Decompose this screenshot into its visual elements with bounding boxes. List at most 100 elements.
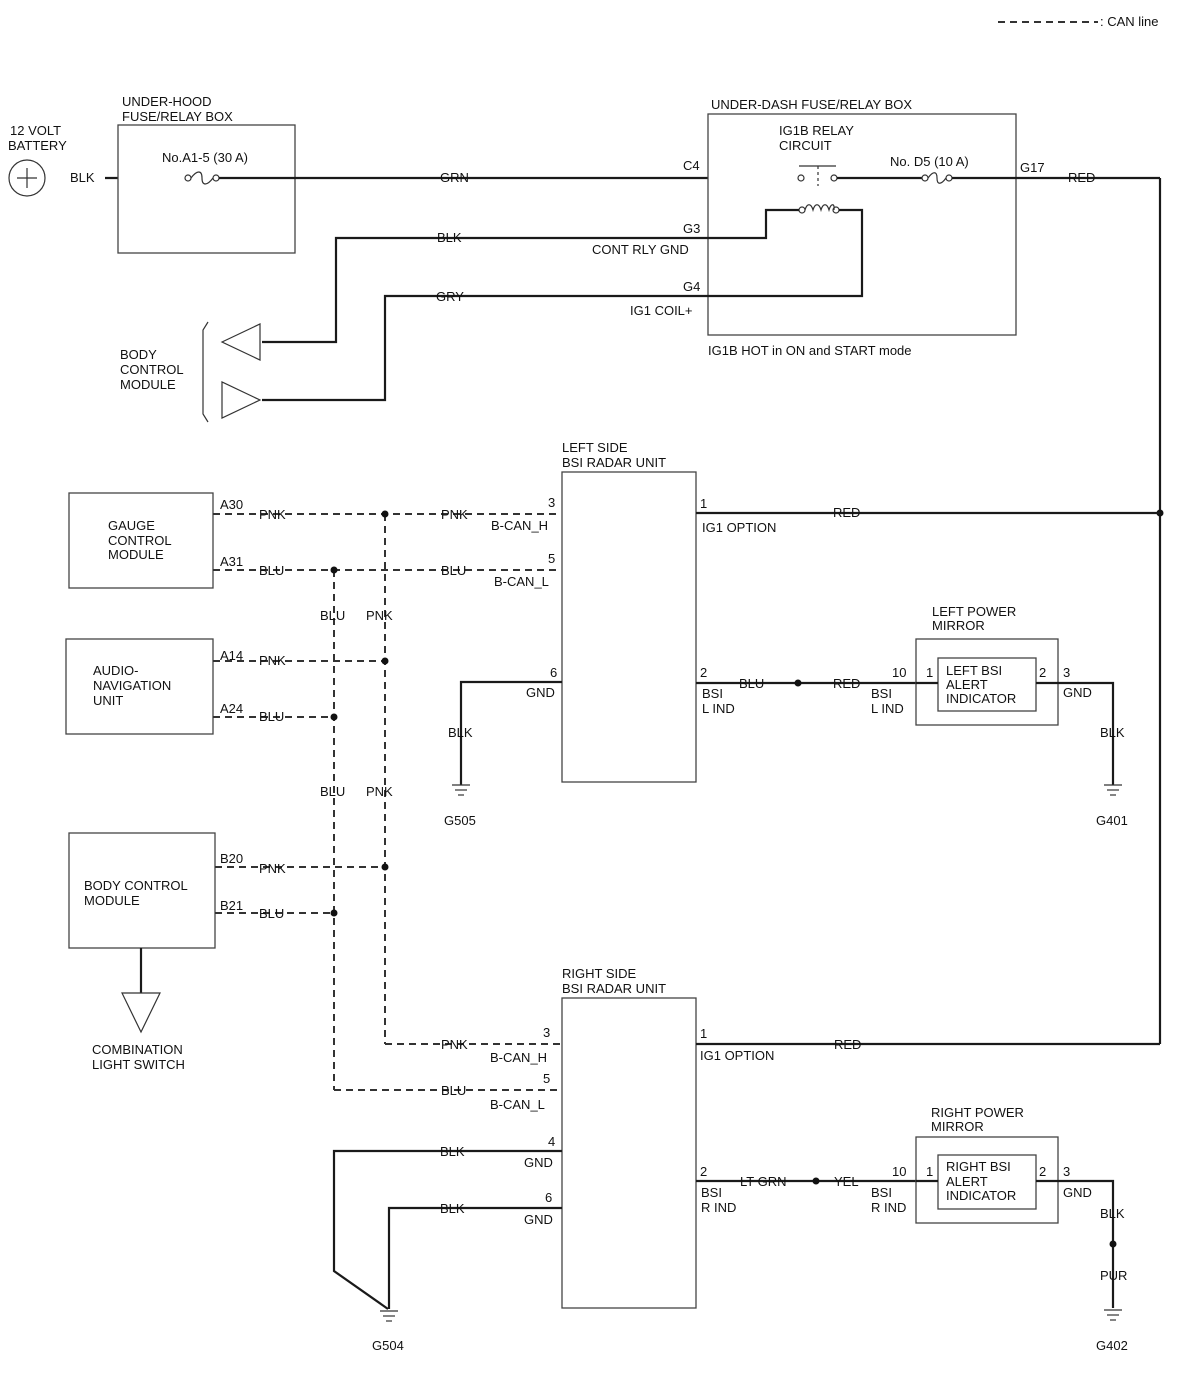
left-mirror-bsi: BSI <box>871 686 892 701</box>
left-indicator-label-1: LEFT BSI <box>946 663 1002 678</box>
left-radar-pin3: 3 <box>548 495 555 510</box>
right-mirror-bsi: BSI <box>871 1185 892 1200</box>
left-mirror-pin3: 3 <box>1063 665 1070 680</box>
relay-label-2: CIRCUIT <box>779 138 832 153</box>
pin-g17: G17 <box>1020 160 1045 175</box>
right-radar-bsi: BSI <box>701 1185 722 1200</box>
pin-a24: A24 <box>220 701 243 716</box>
wire-pnk-vertical-1: PNK <box>366 608 393 623</box>
right-radar-title-2: BSI RADAR UNIT <box>562 981 666 996</box>
pin-g4: G4 <box>683 279 700 294</box>
relay-label-1: IG1B RELAY <box>779 123 854 138</box>
gauge-label-1: GAUGE <box>108 518 155 533</box>
underdash-title: UNDER-DASH FUSE/RELAY BOX <box>711 97 912 112</box>
right-radar-pin6: 6 <box>545 1190 552 1205</box>
wire-gry-g4: GRY <box>436 289 464 304</box>
right-radar-can-l: B-CAN_L <box>490 1097 545 1112</box>
right-mirror-r-ind: R IND <box>871 1200 906 1215</box>
left-radar-can-h: B-CAN_H <box>491 518 548 533</box>
bcm-top-label-1: BODY <box>120 347 157 362</box>
wire-pnk-a14: PNK <box>259 653 286 668</box>
left-radar-pin5: 5 <box>548 551 555 566</box>
ig1b-hot-note: IG1B HOT in ON and START mode <box>708 343 912 358</box>
right-mirror-gnd-wire <box>1058 1179 1115 1308</box>
wire-blk-g401: BLK <box>1100 725 1125 740</box>
right-radar-gnd-4: GND <box>524 1155 553 1170</box>
right-radar-pin1: 1 <box>700 1026 707 1041</box>
wire-blu-a24: BLU <box>259 709 284 724</box>
bcm-connector-arrow-1 <box>220 323 261 361</box>
right-indicator-label-1: RIGHT BSI <box>946 1159 1011 1174</box>
wire-blu-a31: BLU <box>259 563 284 578</box>
pin-a31: A31 <box>220 554 243 569</box>
coil-ground-wire <box>262 208 799 344</box>
left-radar-gnd: GND <box>526 685 555 700</box>
wire-blu-right-radar: BLU <box>441 1083 466 1098</box>
right-ind-splice <box>812 1177 820 1185</box>
left-radar-pin6: 6 <box>550 665 557 680</box>
battery-label-2: BATTERY <box>8 138 67 153</box>
bcm-mid-label-2: MODULE <box>84 893 140 908</box>
can-h-junction-2 <box>381 657 389 665</box>
wire-blu-left-radar: BLU <box>441 563 466 578</box>
left-mirror-pin10: 10 <box>892 665 906 680</box>
can-l-junction-1 <box>330 566 338 574</box>
ground-g402-icon <box>1104 1309 1122 1321</box>
wire-blu-vertical-2: BLU <box>320 784 345 799</box>
wire-lt-grn-right-ind: LT GRN <box>740 1174 786 1189</box>
underdash-fuse-label: No. D5 (10 A) <box>890 154 969 169</box>
underhood-fuse-box <box>117 124 296 254</box>
pin-b20: B20 <box>220 851 243 866</box>
left-radar-pin1: 1 <box>700 496 707 511</box>
left-mirror-gnd-wire <box>1058 681 1115 785</box>
g3-cont-rly-gnd: CONT RLY GND <box>592 242 689 257</box>
battery-wire-blk: BLK <box>70 170 95 185</box>
wire-pnk-b20: PNK <box>259 861 286 876</box>
audio-label-1: AUDIO- <box>93 663 139 678</box>
ground-g402: G402 <box>1096 1338 1128 1353</box>
underhood-title-1: UNDER-HOOD <box>122 94 212 109</box>
bcm-top-label-3: MODULE <box>120 377 176 392</box>
bcm-top-label-2: CONTROL <box>120 362 184 377</box>
right-radar-can-h: B-CAN_H <box>490 1050 547 1065</box>
wire-blk-right-mirror: BLK <box>1100 1206 1125 1221</box>
wire-pnk-left-radar: PNK <box>441 507 468 522</box>
left-mirror-title-2: MIRROR <box>932 618 985 633</box>
underhood-fuse-label: No.A1-5 (30 A) <box>162 150 248 165</box>
bcm-connector-bracket <box>202 321 209 423</box>
left-radar-pin2: 2 <box>700 665 707 680</box>
battery-label-1: 12 VOLT <box>10 123 61 138</box>
underhood-title-2: FUSE/RELAY BOX <box>122 109 233 124</box>
can-h-junction-3 <box>381 863 389 871</box>
wire-blk-pin4: BLK <box>440 1144 465 1159</box>
bcm-mid-label-1: BODY CONTROL <box>84 878 188 893</box>
wire-blu-left-ind: BLU <box>739 676 764 691</box>
right-mirror-pin10: 10 <box>892 1164 906 1179</box>
wire-blk-g3: BLK <box>437 230 462 245</box>
wire-yel-right-ind: YEL <box>834 1174 859 1189</box>
audio-label-3: UNIT <box>93 693 123 708</box>
wire-red-left-ig1: RED <box>833 505 860 520</box>
right-radar-r-ind: R IND <box>701 1200 736 1215</box>
battery-icon <box>8 159 46 197</box>
right-radar-gnd-wire-4 <box>332 1149 562 1310</box>
right-bsi-radar-unit-box <box>561 997 697 1309</box>
right-mirror-pin3: 3 <box>1063 1164 1070 1179</box>
wire-pur-g402: PUR <box>1100 1268 1127 1283</box>
right-radar-ig1-option: IG1 OPTION <box>700 1048 774 1063</box>
pin-a30: A30 <box>220 497 243 512</box>
ground-g505-icon <box>452 784 470 796</box>
coil-feed-wire <box>262 208 864 402</box>
combination-switch-arrow <box>121 992 161 1034</box>
left-radar-bsi: BSI <box>702 686 723 701</box>
wire-red-right-ig1: RED <box>834 1037 861 1052</box>
body-control-module-box <box>68 832 216 949</box>
ground-g504: G504 <box>372 1338 404 1353</box>
left-mirror-l-ind: L IND <box>871 701 904 716</box>
ground-g401-icon <box>1104 784 1122 796</box>
right-radar-pin4: 4 <box>548 1134 555 1149</box>
wire-blk-pin6: BLK <box>440 1201 465 1216</box>
right-radar-gnd-wire-6 <box>387 1206 562 1309</box>
wire-blk-g505: BLK <box>448 725 473 740</box>
left-radar-title-1: LEFT SIDE <box>562 440 628 455</box>
